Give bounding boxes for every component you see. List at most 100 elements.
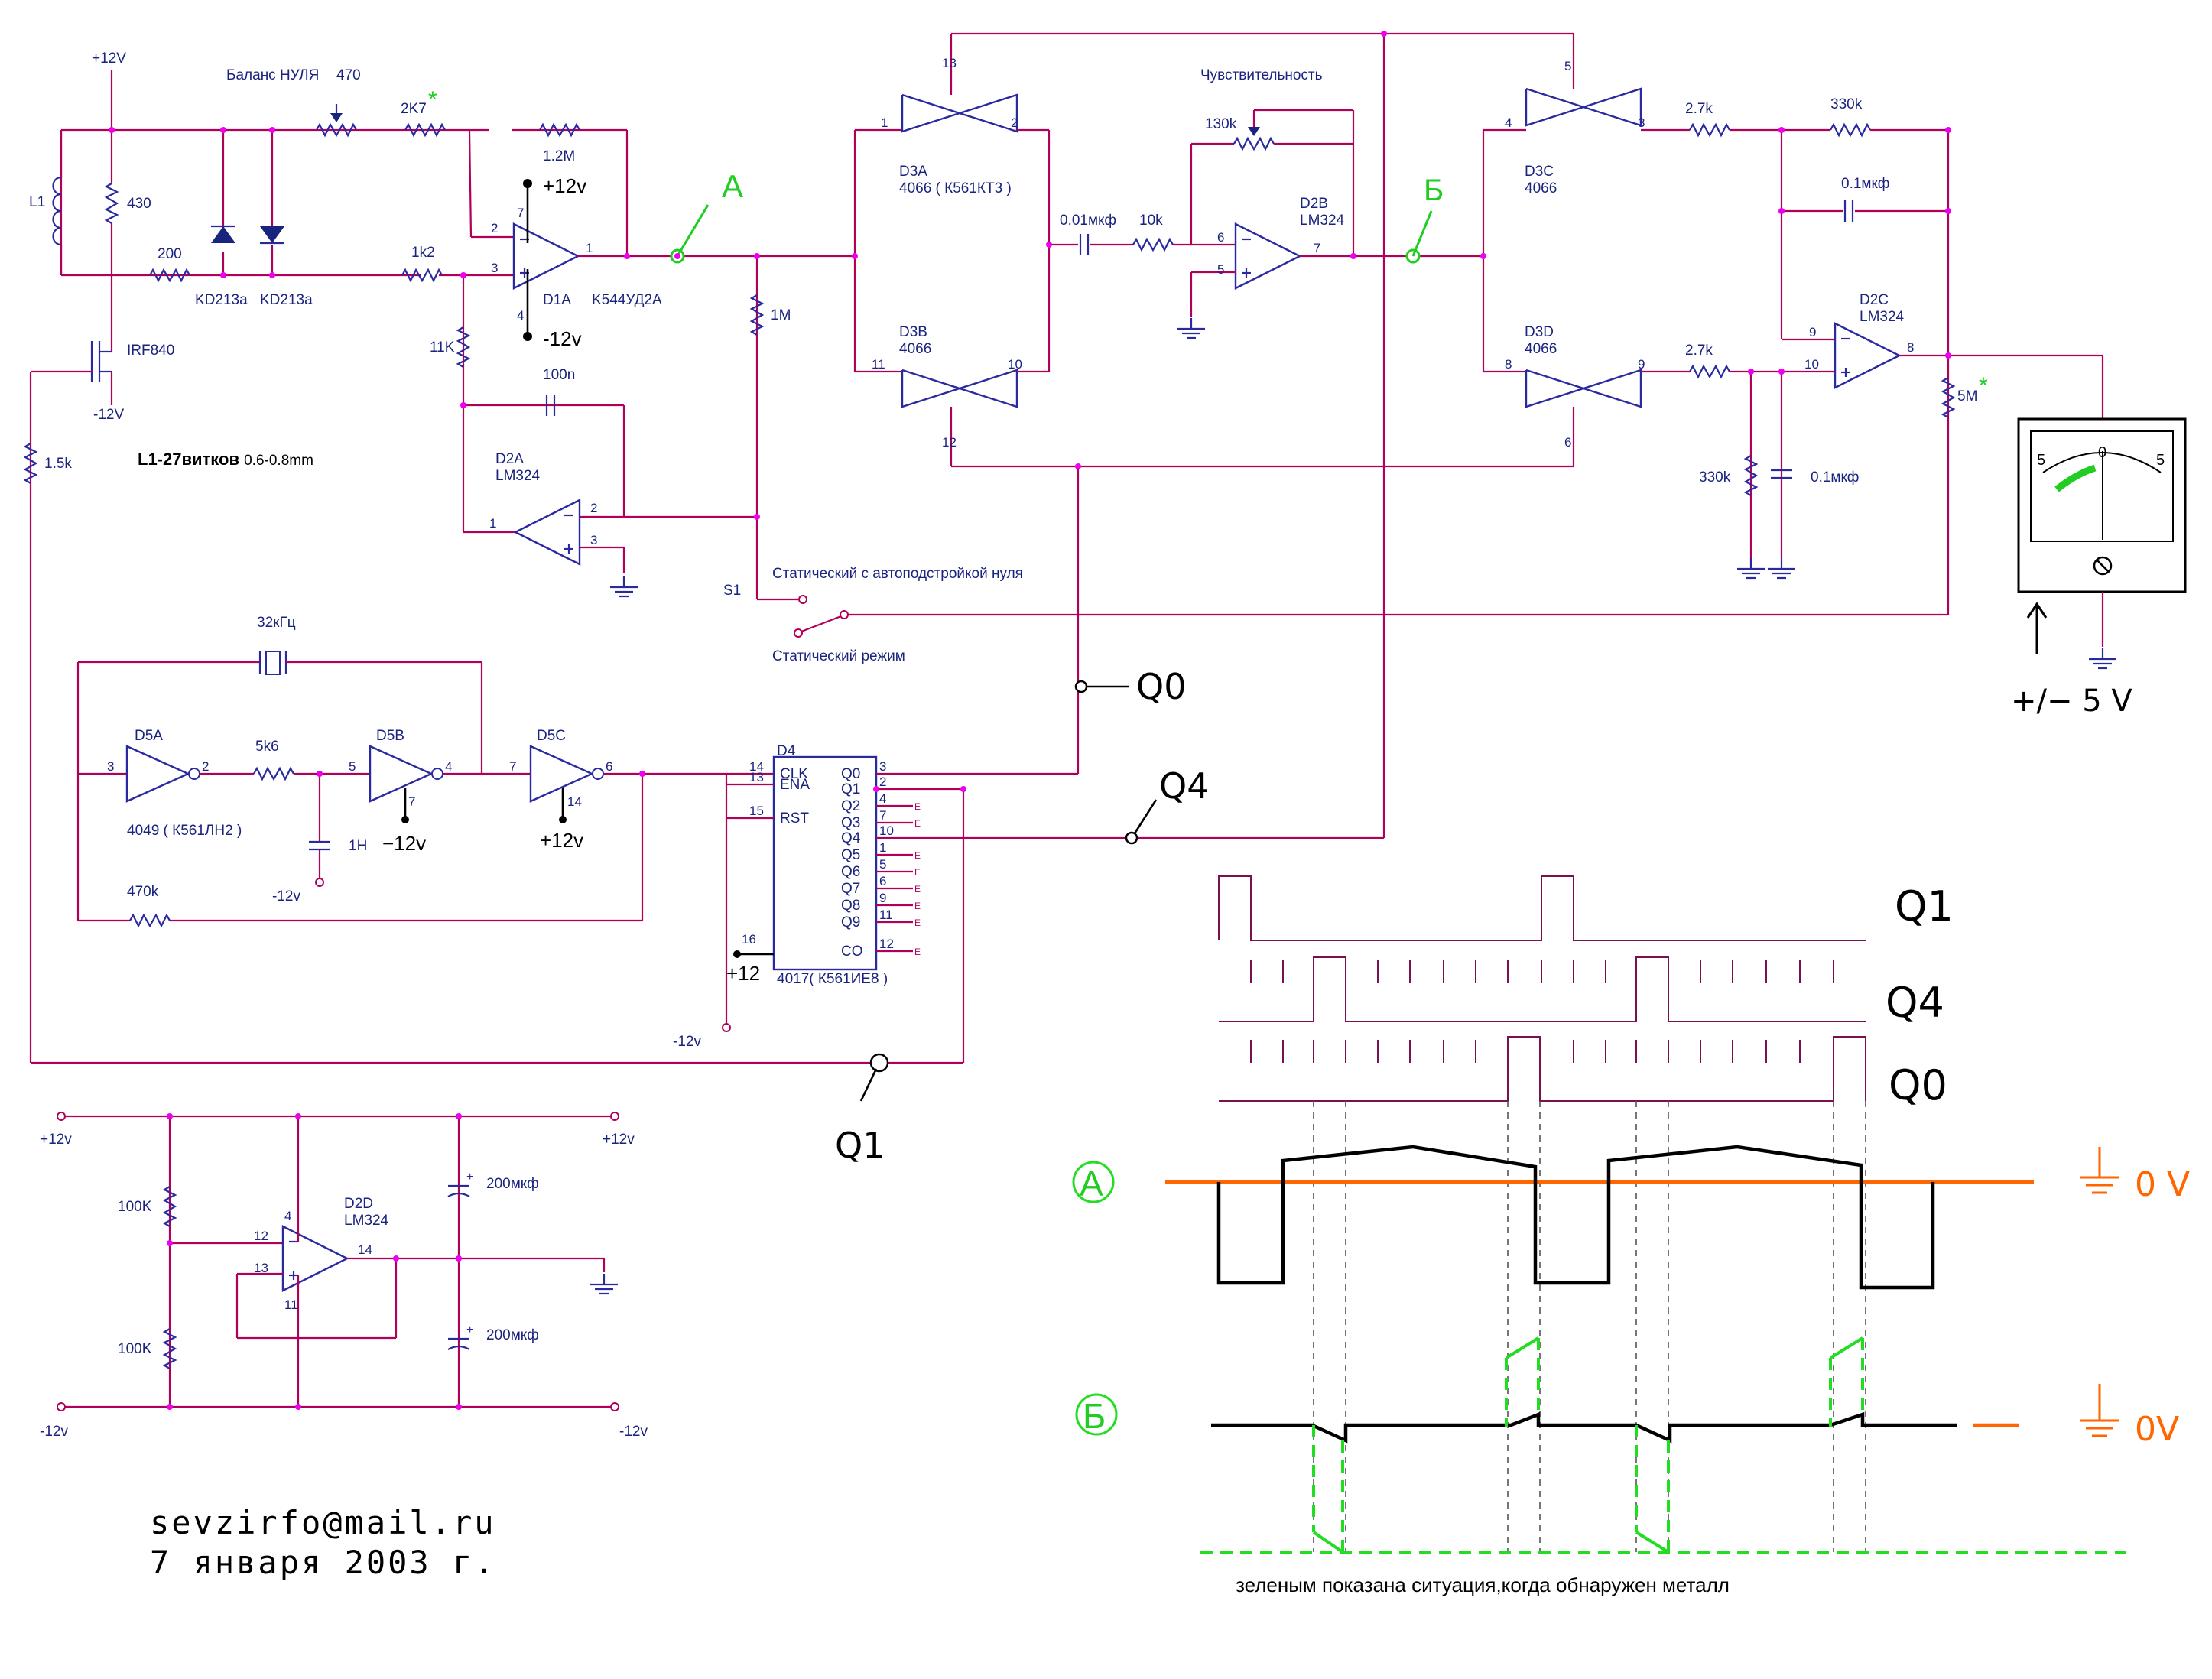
r5k6-label: 5k6 (255, 739, 279, 755)
r430-label: 430 (127, 196, 151, 212)
d4-out-pin-10: 10 (879, 823, 894, 838)
junction-dot (852, 253, 858, 259)
junction-dot (167, 1113, 173, 1119)
svg-text:E: E (914, 801, 921, 812)
d4-in-pin-13: 13 (749, 770, 764, 784)
wire-junctions (109, 31, 1951, 792)
meter-range-note: +/− 5 V (2011, 684, 2132, 719)
svg-text:3: 3 (491, 261, 498, 275)
d4-in-label: RST (780, 810, 809, 827)
svg-text:E: E (914, 901, 921, 911)
signal-b-wave (1211, 1411, 1957, 1444)
svg-text:7: 7 (408, 794, 415, 809)
junction-dot (754, 253, 760, 259)
junction-dot (109, 127, 115, 133)
sensor-input-section: +12V L1 430 KD213a KD213a 200 Баланс НУЛ… (24, 50, 965, 1064)
svg-text:+: + (466, 1323, 473, 1336)
svg-text:E: E (914, 818, 921, 829)
r330k-b-label: 330k (1699, 469, 1731, 486)
svg-text:11: 11 (284, 1297, 298, 1312)
svg-text:11: 11 (872, 357, 885, 372)
d4-out-pin-12: 12 (879, 937, 894, 951)
svg-text:14: 14 (567, 794, 582, 809)
d3c-name: D3C (1525, 164, 1554, 180)
diode-kd213a-2 (260, 130, 284, 275)
net-label-b: Б (1424, 174, 1444, 207)
c100n-label: 100n (543, 367, 575, 383)
d4-out-pin-7: 7 (879, 808, 886, 823)
junction-dot (460, 272, 466, 278)
d4-out-label: Q8 (841, 898, 860, 914)
analog-switches-d3ab: 1 2 13 D3A 4066 ( К561КТ3 ) 11 10 12 D3B… (757, 32, 1574, 468)
svg-text:4: 4 (517, 308, 524, 323)
timing-q4-ticks (1250, 960, 1834, 983)
preamp-d1a: 1k2 2 3 1 7 4 D1A K544УД2A +12v -12v 1.2… (401, 123, 757, 350)
svg-text:13: 13 (254, 1261, 268, 1275)
splitter-minus12-right: -12v (619, 1424, 648, 1440)
d4-out-label: Q9 (841, 914, 860, 930)
svg-text:12: 12 (254, 1229, 268, 1243)
panel-meter: 5 0 5 +/− 5 V (2011, 356, 2187, 719)
svg-text:2: 2 (491, 221, 498, 235)
author-date: 7 января 2003 г. (150, 1544, 496, 1581)
junction-dot (317, 771, 323, 777)
junction-dot (1748, 369, 1754, 375)
junction-dot (269, 127, 275, 133)
d4-out-pin-5: 5 (879, 857, 886, 872)
junction-dot (1778, 208, 1785, 214)
analog-switches-d3cd: 4 3 5 D3C 4066 8 9 6 D3D 4066 (1382, 32, 1690, 838)
d5c-plus12: +12v (540, 829, 583, 852)
c001-label: 0.01мкф (1060, 213, 1116, 229)
d4-minus12: -12v (673, 1034, 701, 1050)
sensitivity-label: Чувствительность (1200, 67, 1323, 83)
junction-dot (624, 253, 630, 259)
junction-dot (1778, 369, 1785, 375)
osc-minus12: -12v (272, 888, 300, 904)
d4-out-pin-6: 6 (879, 874, 886, 888)
oscillator-section: 32кГц 3 2 D5A 4049 ( К561ЛН2 ) 5k6 1Н -1… (76, 615, 774, 927)
junction-dot (295, 1404, 301, 1410)
svg-text:14: 14 (358, 1242, 372, 1257)
switch-s1[interactable]: S1 Статический с автоподстройкой нуля Ст… (723, 566, 1948, 664)
svg-text:2: 2 (1011, 115, 1018, 130)
d5a-type: 4049 ( К561ЛН2 ) (127, 823, 242, 839)
zero-balance-value: 470 (336, 67, 361, 83)
r1-5k-label: 1.5k (44, 456, 72, 472)
svg-text:6: 6 (606, 759, 612, 774)
junction-dot (456, 1113, 462, 1119)
r5m-star: * (1979, 373, 1988, 398)
d4-out-label: CO (841, 943, 863, 960)
d3d-name: D3D (1525, 324, 1554, 340)
meter-right: 5 (2156, 452, 2165, 469)
svg-text:10: 10 (1008, 357, 1022, 372)
d4-out-label: Q7 (841, 881, 860, 897)
signal-a-ground (2080, 1147, 2119, 1194)
timing-q0-ticks (1250, 1040, 1801, 1063)
svg-text:5: 5 (349, 759, 356, 774)
svg-text:7: 7 (1314, 241, 1320, 255)
zero-balance-pot[interactable]: Баланс НУЛЯ 470 (226, 67, 361, 137)
diode-kd213a-1 (211, 130, 235, 275)
d3b-type: 4066 (899, 341, 931, 357)
svg-text:8: 8 (1907, 340, 1914, 355)
d4-plus12: +12 (726, 962, 760, 985)
timing-q4-wave (1219, 956, 1866, 1022)
d4-out-label: Q3 (841, 815, 860, 831)
svg-text:8: 8 (1505, 357, 1512, 372)
zero-balance-label: Баланс НУЛЯ (226, 67, 319, 83)
signal-a-wave (1216, 1145, 1935, 1290)
d4-in-pin-14: 14 (749, 759, 764, 774)
svg-text:6: 6 (1217, 230, 1224, 245)
d4-out-label: Q2 (841, 798, 860, 814)
d3a-name: D3A (899, 164, 927, 180)
coil-spec: L1-27витков 0.6-0.8mm (138, 450, 313, 469)
r200-label: 200 (158, 246, 182, 262)
d4-name: D4 (777, 743, 796, 759)
timing-q0-label: Q0 (1889, 1061, 1947, 1109)
r330k-a-label: 330k (1830, 96, 1863, 112)
svg-text:10: 10 (1804, 357, 1819, 372)
svg-text:5: 5 (1217, 262, 1224, 277)
d4-out-label: Q0 (841, 766, 860, 782)
